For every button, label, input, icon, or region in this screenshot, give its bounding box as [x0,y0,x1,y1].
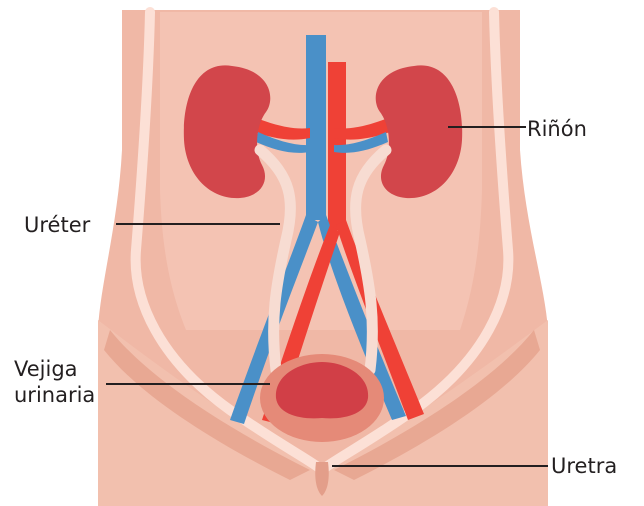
label-ureter: Uréter [24,212,90,238]
label-urethra: Uretra [551,453,617,479]
label-bladder-line1: Vejiga [14,356,95,382]
vena-cava [306,35,326,220]
label-kidney: Riñón [527,116,587,142]
label-bladder-line2: urinaria [14,382,95,408]
label-bladder: Vejiga urinaria [14,356,95,408]
